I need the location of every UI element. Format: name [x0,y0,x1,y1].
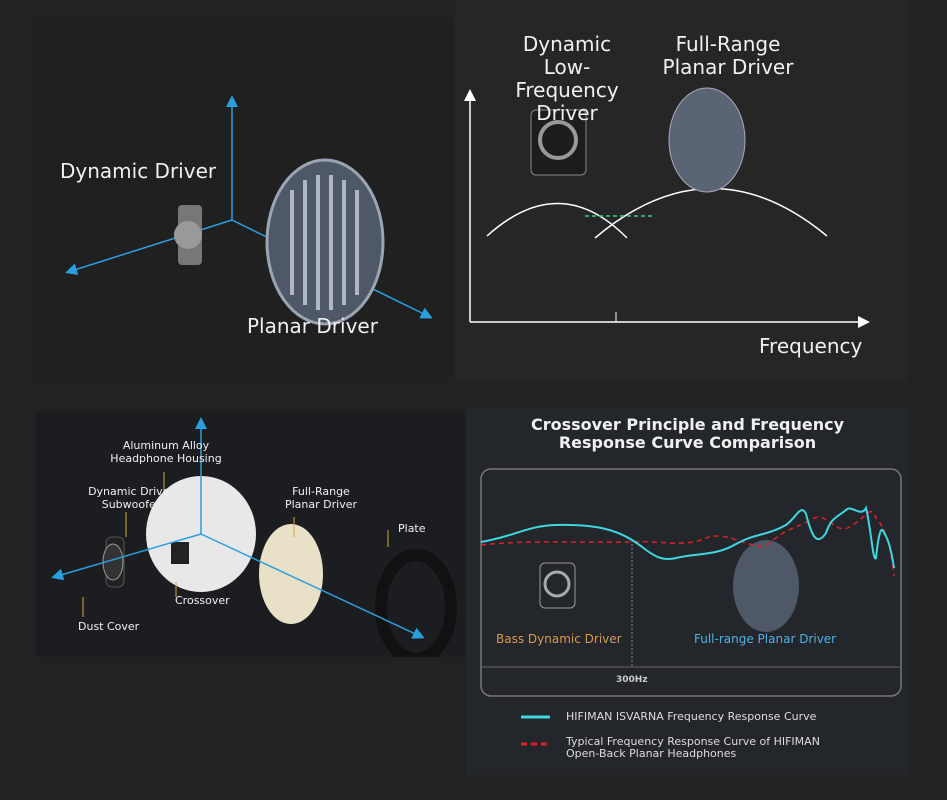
label-line: Aluminum Alloy [122,439,210,452]
title-line: Crossover Principle and Frequency [530,415,845,434]
crossover-comparison-panel: Crossover Principle and Frequency Respon… [466,408,909,775]
crossover-label: Crossover [175,594,230,607]
label-line: Dynamic Driver [88,485,174,498]
label-line: Headphone Housing [110,451,222,465]
response-chart [480,468,902,746]
label-line: Dynamic [522,32,612,56]
frequency-axis-label: Frequency [759,334,863,358]
exploded-diagram [51,417,457,657]
typical-response-curve [480,511,895,577]
isvarna-response-curve [480,505,895,569]
label-line: Subwoofer [101,497,161,511]
planar-driver-image [265,158,385,326]
label-line: Full-Range [292,485,350,498]
legend-line: Open-Back Planar Headphones [566,746,737,760]
comparison-title: Crossover Principle and Frequency Respon… [466,415,909,453]
legend-line: Typical Frequency Response Curve of HIFI… [566,735,820,748]
full-range-planar-label: Full-Range Planar Driver [653,33,803,79]
legend-typical: Typical Frequency Response Curve of HIFI… [566,736,820,759]
dynamic-lf-driver-label: Dynamic Low-Frequency Driver [497,33,637,125]
bass-dynamic-driver-label: Bass Dynamic Driver [496,632,622,646]
dynamic-driver-label: Dynamic Driver [60,159,217,183]
label-line: Low-Frequency [515,55,619,102]
planar-driver-label: Planar Driver [247,314,378,338]
overlap-diagram [464,87,870,328]
plate-label: Plate [398,522,426,535]
dust-cover-label: Dust Cover [78,620,140,633]
legend-isvarna: HIFIMAN ISVARNA Frequency Response Curve [566,710,817,723]
axes-diagram [65,95,433,326]
title-line: Response Curve Comparison [558,433,817,453]
crossover-frequency-label: 300Hz [616,675,648,685]
dynamic-planar-axes-panel: Dynamic Driver Planar Driver [30,20,455,380]
dynamic-driver-image [174,205,202,265]
label-line: Planar Driver [284,497,357,511]
label-line: Planar Driver [662,55,794,79]
label-line: Full-Range [675,32,781,56]
label-line: Driver [536,101,598,125]
full-range-planar-driver-label: Full-range Planar Driver [694,632,837,646]
frequency-overlap-panel: Dynamic Low-Frequency Driver Full-Range … [455,0,908,380]
